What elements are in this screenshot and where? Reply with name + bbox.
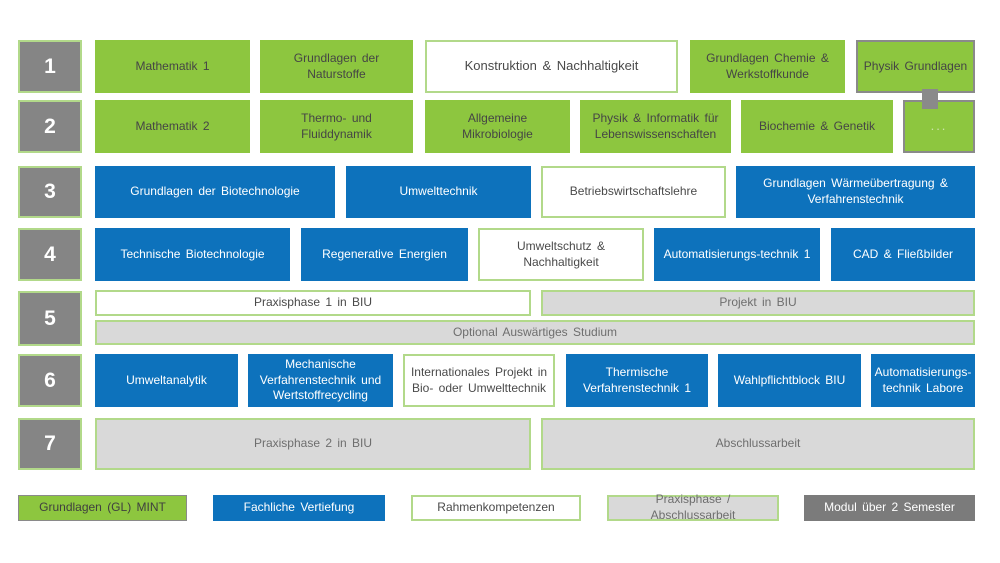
module-internationales-projekt-bio-umwelttechnik: Internationales Projekt in Bio- oder Umw… (403, 354, 555, 407)
module-grundlagen-waermeuebertragung-verfahrenstechnik: Grundlagen Wärmeübertragung & Verfahrens… (736, 166, 975, 218)
legend-grundlagen-mint: Grundlagen (GL) MINT (18, 495, 187, 521)
module-umweltschutz-nachhaltigkeit: Umweltschutz & Nachhaltigkeit (478, 228, 644, 281)
module-optional-auswaertiges-studium: Optional Auswärtiges Studium (95, 320, 975, 345)
two-semester-connector (922, 89, 938, 109)
semester-number-2: 2 (18, 100, 82, 153)
module-grundlagen-chemie-werkstoffkunde: Grundlagen Chemie & Werkstoffkunde (690, 40, 845, 93)
module-praxisphase-2-in-biu: Praxisphase 2 in BIU (95, 418, 531, 470)
module-thermo-und-fluiddynamik: Thermo- und Fluiddynamik (260, 100, 413, 153)
module-automatisierungstechnik-1: Automatisierungs-technik 1 (654, 228, 820, 281)
module-mathematik-2: Mathematik 2 (95, 100, 250, 153)
semester-number-4: 4 (18, 228, 82, 281)
module-automatisierungstechnik-labore: Automatisierungs-technik Labore (871, 354, 975, 407)
module-umwelttechnik: Umwelttechnik (346, 166, 531, 218)
module-physik-grundlagen: Physik Grundlagen (856, 40, 975, 93)
semester-number-1: 1 (18, 40, 82, 93)
module-praxisphase-1-in-biu: Praxisphase 1 in BIU (95, 290, 531, 316)
semester-number-7: 7 (18, 418, 82, 470)
module-konstruktion-nachhaltigkeit: Konstruktion & Nachhaltigkeit (425, 40, 678, 93)
legend-modul-ueber-2-semester: Modul über 2 Semester (804, 495, 975, 521)
module-allgemeine-mikrobiologie: Allgemeine Mikrobiologie (425, 100, 570, 153)
module-umweltanalytik: Umweltanalytik (95, 354, 238, 407)
module-mechanische-verfahrenstechnik-wertstoffrecycling: Mechanische Verfahrenstechnik und Wertst… (248, 354, 393, 407)
semester-number-3: 3 (18, 166, 82, 218)
module-physik-informatik-lebenswissenschaften: Physik & Informatik für Lebenswissenscha… (580, 100, 731, 153)
module-regenerative-energien: Regenerative Energien (301, 228, 468, 281)
module-grundlagen-der-biotechnologie: Grundlagen der Biotechnologie (95, 166, 335, 218)
module-mathematik-1: Mathematik 1 (95, 40, 250, 93)
legend-praxisphase-abschlussarbeit: Praxisphase / Abschlussarbeit (607, 492, 779, 522)
module-projekt-in-biu: Projekt in BIU (541, 290, 975, 316)
module-grundlagen-der-naturstoffe: Grundlagen der Naturstoffe (260, 40, 413, 93)
module-biochemie-genetik: Biochemie & Genetik (741, 100, 893, 153)
module-thermische-verfahrenstechnik-1: Thermische Verfahrenstechnik 1 (566, 354, 708, 407)
legend-fachliche-vertiefung: Fachliche Vertiefung (213, 495, 385, 521)
module-physik-grundlagen-continuation: ... (903, 100, 975, 153)
module-cad-fliessbilder: CAD & Fließbilder (831, 228, 975, 281)
module-betriebswirtschaftslehre: Betriebswirtschaftslehre (541, 166, 726, 218)
module-technische-biotechnologie: Technische Biotechnologie (95, 228, 290, 281)
legend-rahmenkompetenzen: Rahmenkompetenzen (411, 495, 581, 521)
semester-number-6: 6 (18, 354, 82, 407)
semester-number-5: 5 (18, 291, 82, 346)
module-abschlussarbeit: Abschlussarbeit (541, 418, 975, 470)
module-wahlpflichtblock-biu: Wahlpflichtblock BIU (718, 354, 861, 407)
